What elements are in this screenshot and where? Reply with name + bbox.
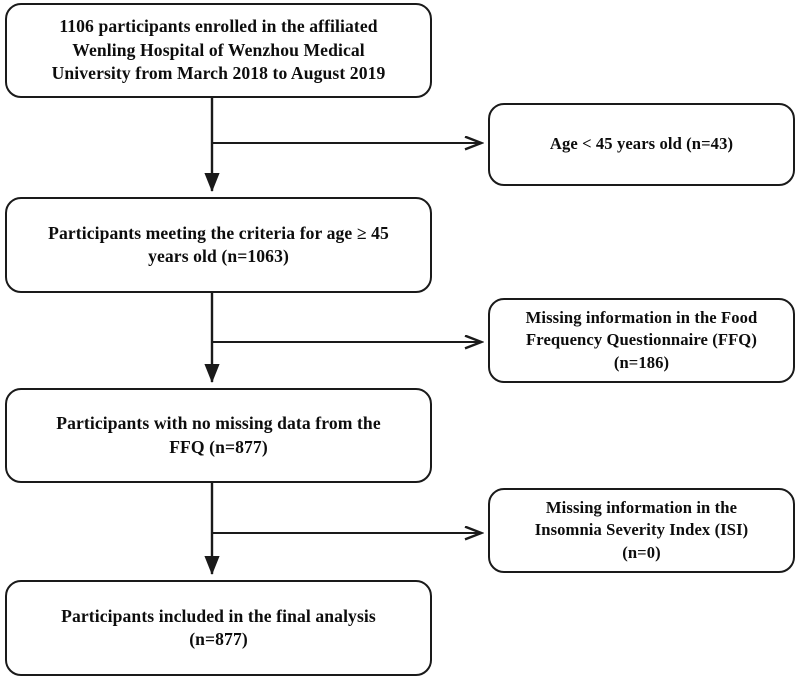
node-exclusion-isi-label: Missing information in the Insomnia Seve… (534, 498, 749, 562)
node-enrolled: 1106 participants enrolled in the affili… (5, 3, 432, 98)
connector-ffq-to-final (204, 483, 481, 575)
node-no-missing-ffq-label: Participants with no missing data from t… (56, 413, 381, 457)
connector-age-to-ffq (204, 293, 481, 383)
connector-enrolled-to-age (204, 98, 481, 192)
node-final-analysis-label: Participants included in the final analy… (61, 605, 376, 649)
node-exclusion-isi: Missing information in the Insomnia Seve… (488, 488, 795, 573)
node-no-missing-ffq: Participants with no missing data from t… (5, 388, 432, 483)
node-exclusion-ffq-label: Missing information in the Food Frequenc… (525, 308, 758, 372)
node-exclusion-age: Age < 45 years old (n=43) (488, 103, 795, 186)
node-exclusion-ffq: Missing information in the Food Frequenc… (488, 298, 795, 383)
node-exclusion-age-label: Age < 45 years old (n=43) (549, 134, 734, 154)
node-final-analysis: Participants included in the final analy… (5, 580, 432, 676)
node-age-criteria: Participants meeting the criteria for ag… (5, 197, 432, 293)
node-age-criteria-label: Participants meeting the criteria for ag… (48, 222, 389, 266)
node-enrolled-label: 1106 participants enrolled in the affili… (51, 16, 386, 84)
